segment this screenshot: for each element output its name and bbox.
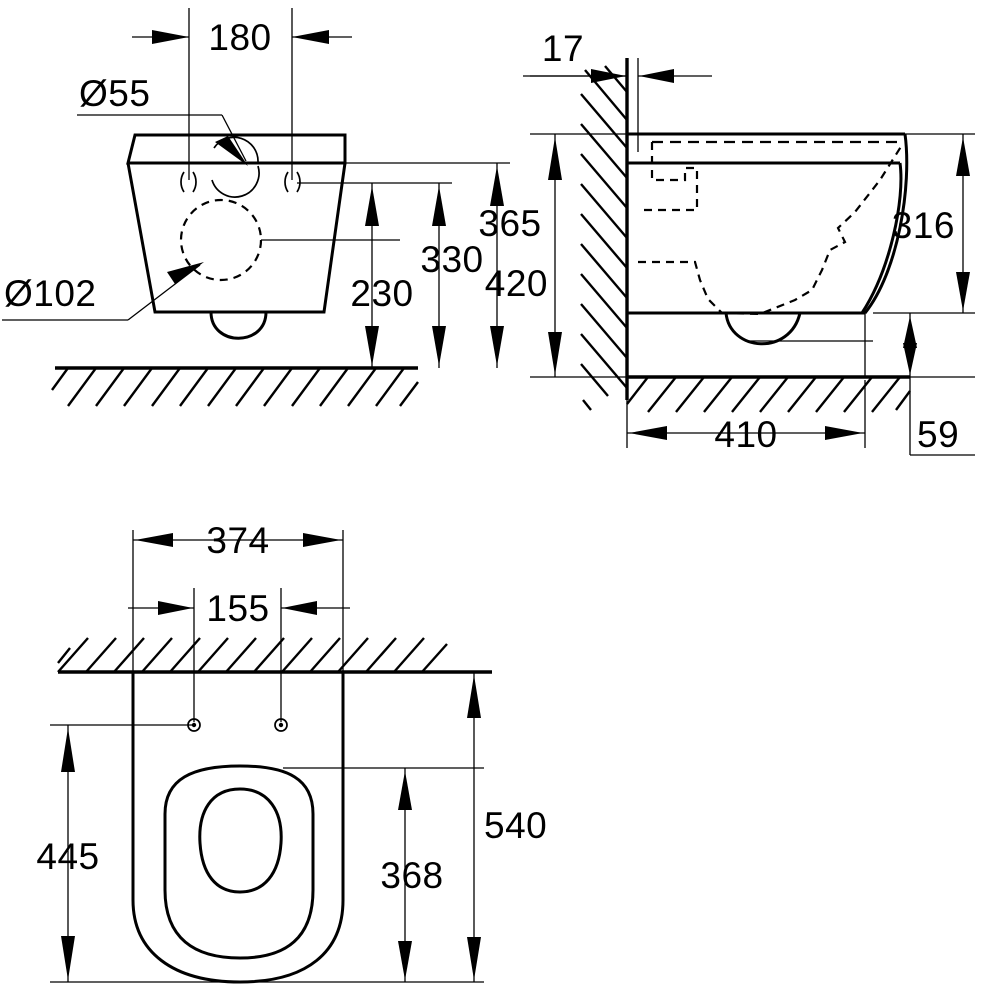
side-toilet-body: [627, 132, 909, 377]
dim-374: 374: [133, 520, 343, 561]
dim-365-label: 365: [478, 203, 541, 244]
dim-410: 410: [627, 414, 865, 455]
side-view: 17 420 316 410: [485, 28, 975, 456]
dim-59-label: 59: [917, 414, 959, 455]
front-view: 180 Ø55 Ø102 230: [2, 8, 541, 407]
dim-365: 365: [478, 163, 541, 368]
dim-230-label: 230: [350, 273, 413, 314]
side-wall-hatch: [580, 65, 628, 411]
dim-368: 368: [380, 768, 443, 982]
dim-540-label: 540: [484, 805, 547, 846]
front-ground-hatch: [51, 367, 419, 407]
front-bore-55-dashed: [211, 136, 260, 198]
front-toilet-body: [126, 133, 347, 340]
dim-diam-102: Ø102: [2, 262, 204, 321]
dim-diam-55: Ø55: [77, 73, 248, 166]
plan-bolt-holes: [187, 718, 288, 732]
dim-17-label: 17: [542, 28, 584, 69]
dim-445-label: 445: [36, 836, 99, 877]
dim-420-label: 420: [485, 263, 548, 304]
dim-330-label: 330: [420, 239, 483, 280]
dim-330: 330: [420, 183, 483, 368]
dim-316-label: 316: [892, 205, 955, 246]
dim-155: 155: [128, 588, 350, 629]
front-ground: [51, 366, 419, 407]
dim-374-label: 374: [206, 520, 269, 561]
dim-540: 540: [467, 672, 547, 982]
dim-diam-102-label: Ø102: [4, 273, 97, 314]
plan-view: 374 155 445 368: [36, 520, 547, 984]
dim-180-label: 180: [208, 17, 271, 58]
side-wall: [580, 58, 639, 411]
dim-17: 17: [523, 28, 712, 83]
dim-368-label: 368: [380, 855, 443, 896]
dim-445: 445: [36, 725, 99, 982]
plan-toilet-outline: [131, 672, 345, 984]
dim-230: 230: [350, 183, 413, 368]
plan-wall-hatch: [57, 637, 448, 673]
side-floor: [626, 375, 911, 413]
dim-316: 316: [892, 134, 970, 313]
plan-wall: [57, 637, 492, 674]
front-bolt-holes: [180, 171, 301, 193]
side-floor-hatch: [626, 376, 911, 413]
dim-155-label: 155: [206, 588, 269, 629]
dim-diam-55-label: Ø55: [79, 73, 150, 114]
side-hidden-detail: [638, 140, 903, 346]
dim-420: 420: [485, 134, 562, 377]
dim-59: 59: [903, 313, 959, 455]
dim-410-label: 410: [714, 414, 777, 455]
plan-extension-lines: [50, 530, 484, 983]
dim-180: 180: [132, 17, 352, 58]
